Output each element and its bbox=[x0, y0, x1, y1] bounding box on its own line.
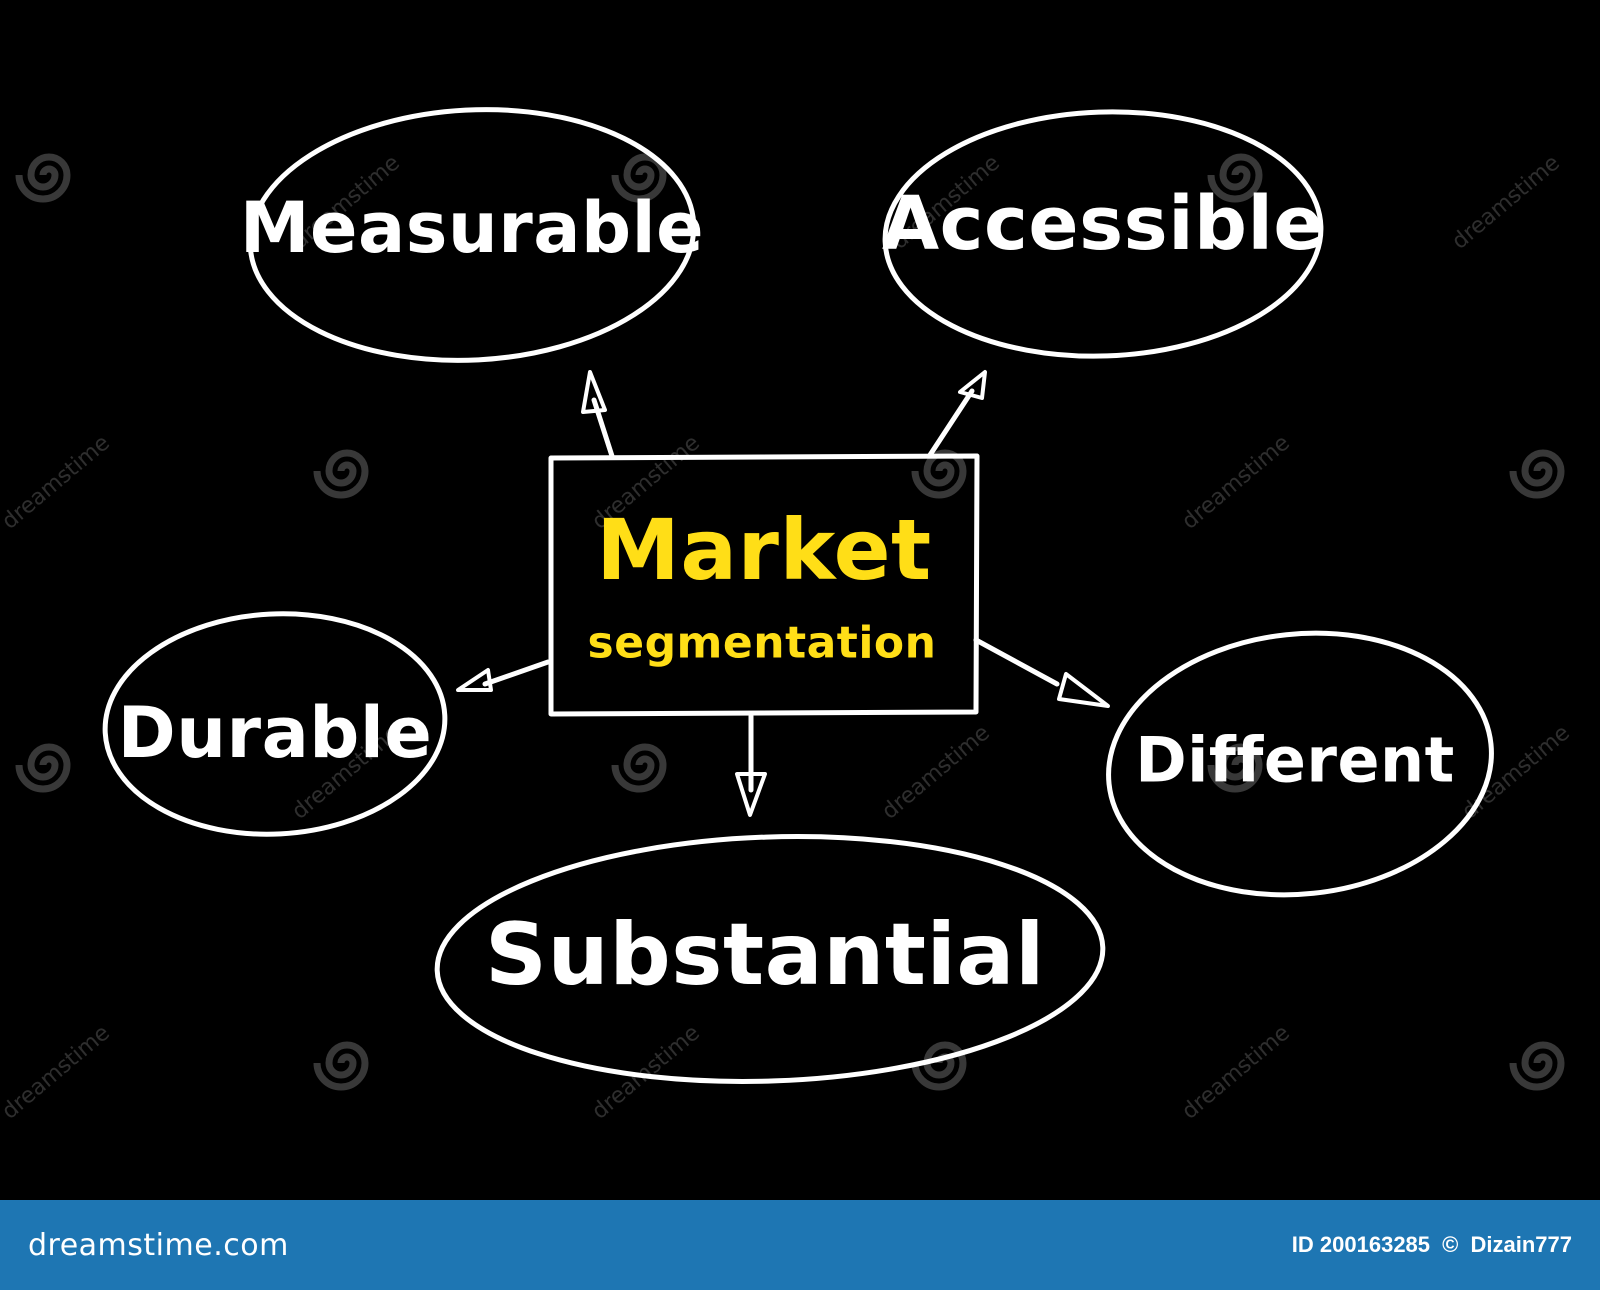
accessible-ellipse bbox=[882, 109, 1324, 359]
center-subtitle: segmentation bbox=[587, 617, 937, 669]
measurable-ellipse bbox=[247, 107, 697, 363]
diagram-canvas: dreamstime dreamstime dreamstime dreamst… bbox=[0, 107, 1575, 1125]
arrow-head-durable bbox=[456, 668, 493, 692]
connector-different bbox=[973, 637, 1060, 687]
node-measurable: Measurable bbox=[239, 187, 705, 269]
copyright-icon: © bbox=[1442, 1232, 1459, 1257]
footer-bar: dreamstime.com ID 200163285 © Dizain777 bbox=[0, 1200, 1600, 1290]
different-ellipse bbox=[1106, 630, 1494, 898]
spiral-icon bbox=[15, 153, 71, 203]
spiral-icon bbox=[611, 743, 667, 793]
spiral-icon bbox=[313, 449, 369, 499]
connector-durable bbox=[482, 659, 551, 687]
center-title: Market bbox=[596, 501, 932, 599]
spiral-icon bbox=[611, 153, 667, 203]
arrow-head-measurable bbox=[581, 370, 607, 414]
durable-ellipse bbox=[102, 611, 448, 837]
node-accessible: Accessible bbox=[881, 181, 1325, 267]
spiral-icon bbox=[1207, 153, 1263, 203]
spiral-icon bbox=[1509, 1041, 1565, 1091]
spiral-icon bbox=[911, 449, 967, 499]
substantial-ellipse bbox=[434, 834, 1106, 1084]
node-substantial: Substantial bbox=[485, 905, 1045, 1005]
spiral-icon bbox=[313, 1041, 369, 1091]
footer-image-id: ID 200163285 bbox=[1291, 1232, 1431, 1257]
node-durable: Durable bbox=[117, 692, 433, 774]
diagram-svg bbox=[102, 107, 1494, 1084]
spiral-icon bbox=[911, 1041, 967, 1091]
spiral-icon bbox=[1207, 743, 1263, 793]
arrow-head-different bbox=[1057, 672, 1110, 708]
spiral-icon bbox=[15, 743, 71, 793]
footer-credit: ID 200163285 © Dizain777 bbox=[1286, 1232, 1572, 1258]
spiral-icon bbox=[1509, 449, 1565, 499]
center-box bbox=[548, 453, 980, 717]
connector-accessible bbox=[927, 388, 975, 458]
footer-author: Dizain777 bbox=[1470, 1232, 1573, 1257]
footer-brand: dreamstime.com bbox=[28, 1227, 289, 1263]
node-different: Different bbox=[1135, 723, 1455, 797]
arrow-head-substantial bbox=[735, 772, 767, 817]
arrow-head-accessible bbox=[958, 370, 987, 400]
